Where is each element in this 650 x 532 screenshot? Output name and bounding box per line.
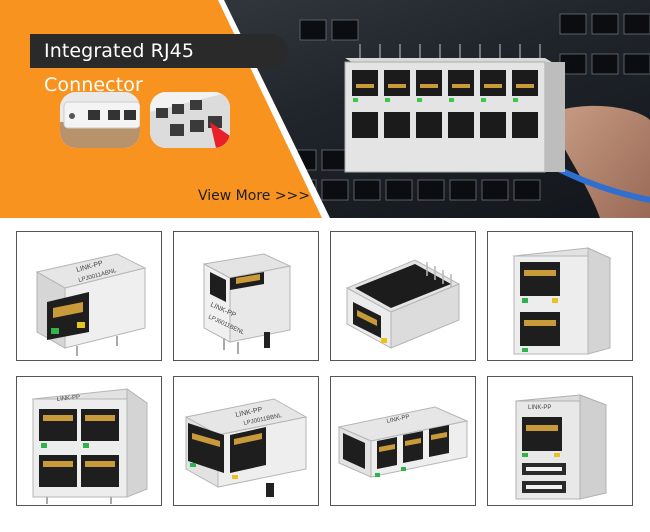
rj45-connector-image: LINK-PP LPJ0011BBNL (184, 398, 308, 497)
product-card-1x4[interactable]: LINK-PP (330, 376, 476, 506)
rj45-connector-image (345, 259, 461, 349)
rj45-connector-image: LINK-PP (337, 406, 469, 478)
product-card-single-port-1[interactable]: LINK-PP LPJ0011ABNL (16, 231, 162, 361)
rj45-connector-image (512, 247, 612, 355)
product-card-stacked-2x1[interactable] (487, 231, 633, 361)
rj45-connector-image: LINK-PP (515, 394, 607, 500)
product-card-single-port-3[interactable] (330, 231, 476, 361)
view-more-link[interactable]: View More >>> (198, 188, 311, 204)
hero-banner[interactable]: Integrated RJ45 Connector View More >>> (0, 0, 650, 218)
logo-label: LINK-PP (528, 405, 551, 411)
product-card-rj45-usb[interactable]: LINK-PP (487, 376, 633, 506)
product-card-1x2[interactable]: LINK-PP LPJ0011BBNL (173, 376, 319, 506)
product-card-stacked-2x2[interactable]: LINK-PP (16, 376, 162, 506)
logo-label: LINK-PP (386, 414, 410, 425)
rj45-connector-image: LINK-PP LPJ6011BENL (202, 253, 292, 354)
router-thumbnail[interactable] (60, 92, 140, 148)
product-card-single-port-2[interactable]: LINK-PP LPJ6011BENL (173, 231, 319, 361)
banner-title: Integrated RJ45 Connector (30, 34, 288, 96)
rj45-connector-image: LINK-PP LPJ0011ABNL (35, 253, 147, 356)
rj45-connector-image: LINK-PP (31, 388, 149, 504)
logo-label: LINK-PP (57, 395, 81, 403)
switch-ports-thumbnail[interactable] (150, 92, 230, 148)
